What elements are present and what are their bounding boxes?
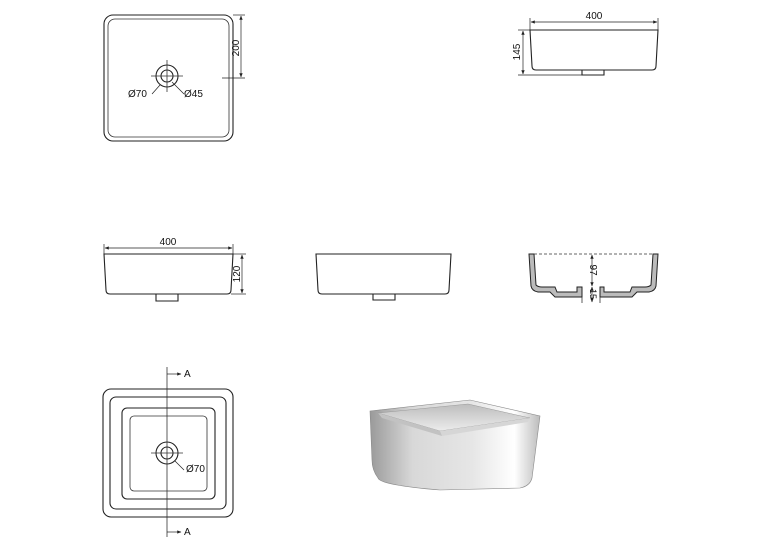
plan-view: A A Ø70 <box>102 367 234 538</box>
dim-400-side: 400 <box>586 11 603 22</box>
dia-70-label: Ø70 <box>128 89 147 100</box>
dim-400-front: 400 <box>160 237 177 248</box>
section-view: 97 15 <box>528 253 659 303</box>
plan-rim <box>109 396 227 510</box>
dim-120: 120 <box>232 265 243 282</box>
front-body <box>103 253 234 295</box>
rear-view <box>315 253 452 301</box>
side-drain <box>581 70 605 76</box>
plan-dia-70-label: Ø70 <box>186 464 205 475</box>
dim-145: 145 <box>512 43 523 60</box>
front-view: 400 120 <box>103 237 246 302</box>
plan-outer <box>102 388 234 518</box>
basin-3d-render <box>369 399 541 491</box>
basin-outline-outer <box>103 14 234 142</box>
dim-200: 200 <box>231 39 242 56</box>
dia-45-label: Ø45 <box>184 89 203 100</box>
section-left-wall <box>528 253 583 298</box>
section-marker-top: A <box>184 369 191 380</box>
section-marker-bottom: A <box>184 527 191 538</box>
side-body <box>529 29 659 71</box>
basin-outline-inner <box>107 18 230 138</box>
rear-drain <box>372 294 396 301</box>
dim-15: 15 <box>588 289 598 299</box>
front-drain <box>155 294 179 302</box>
rear-body <box>315 253 452 295</box>
side-view: 400 145 <box>512 11 659 76</box>
plan-bowl-inner <box>129 415 208 492</box>
section-right-wall <box>599 253 659 298</box>
dim-97: 97 <box>587 264 598 276</box>
top-view: 200 Ø70 Ø45 <box>103 14 245 142</box>
plan-bowl-outer <box>121 407 216 500</box>
